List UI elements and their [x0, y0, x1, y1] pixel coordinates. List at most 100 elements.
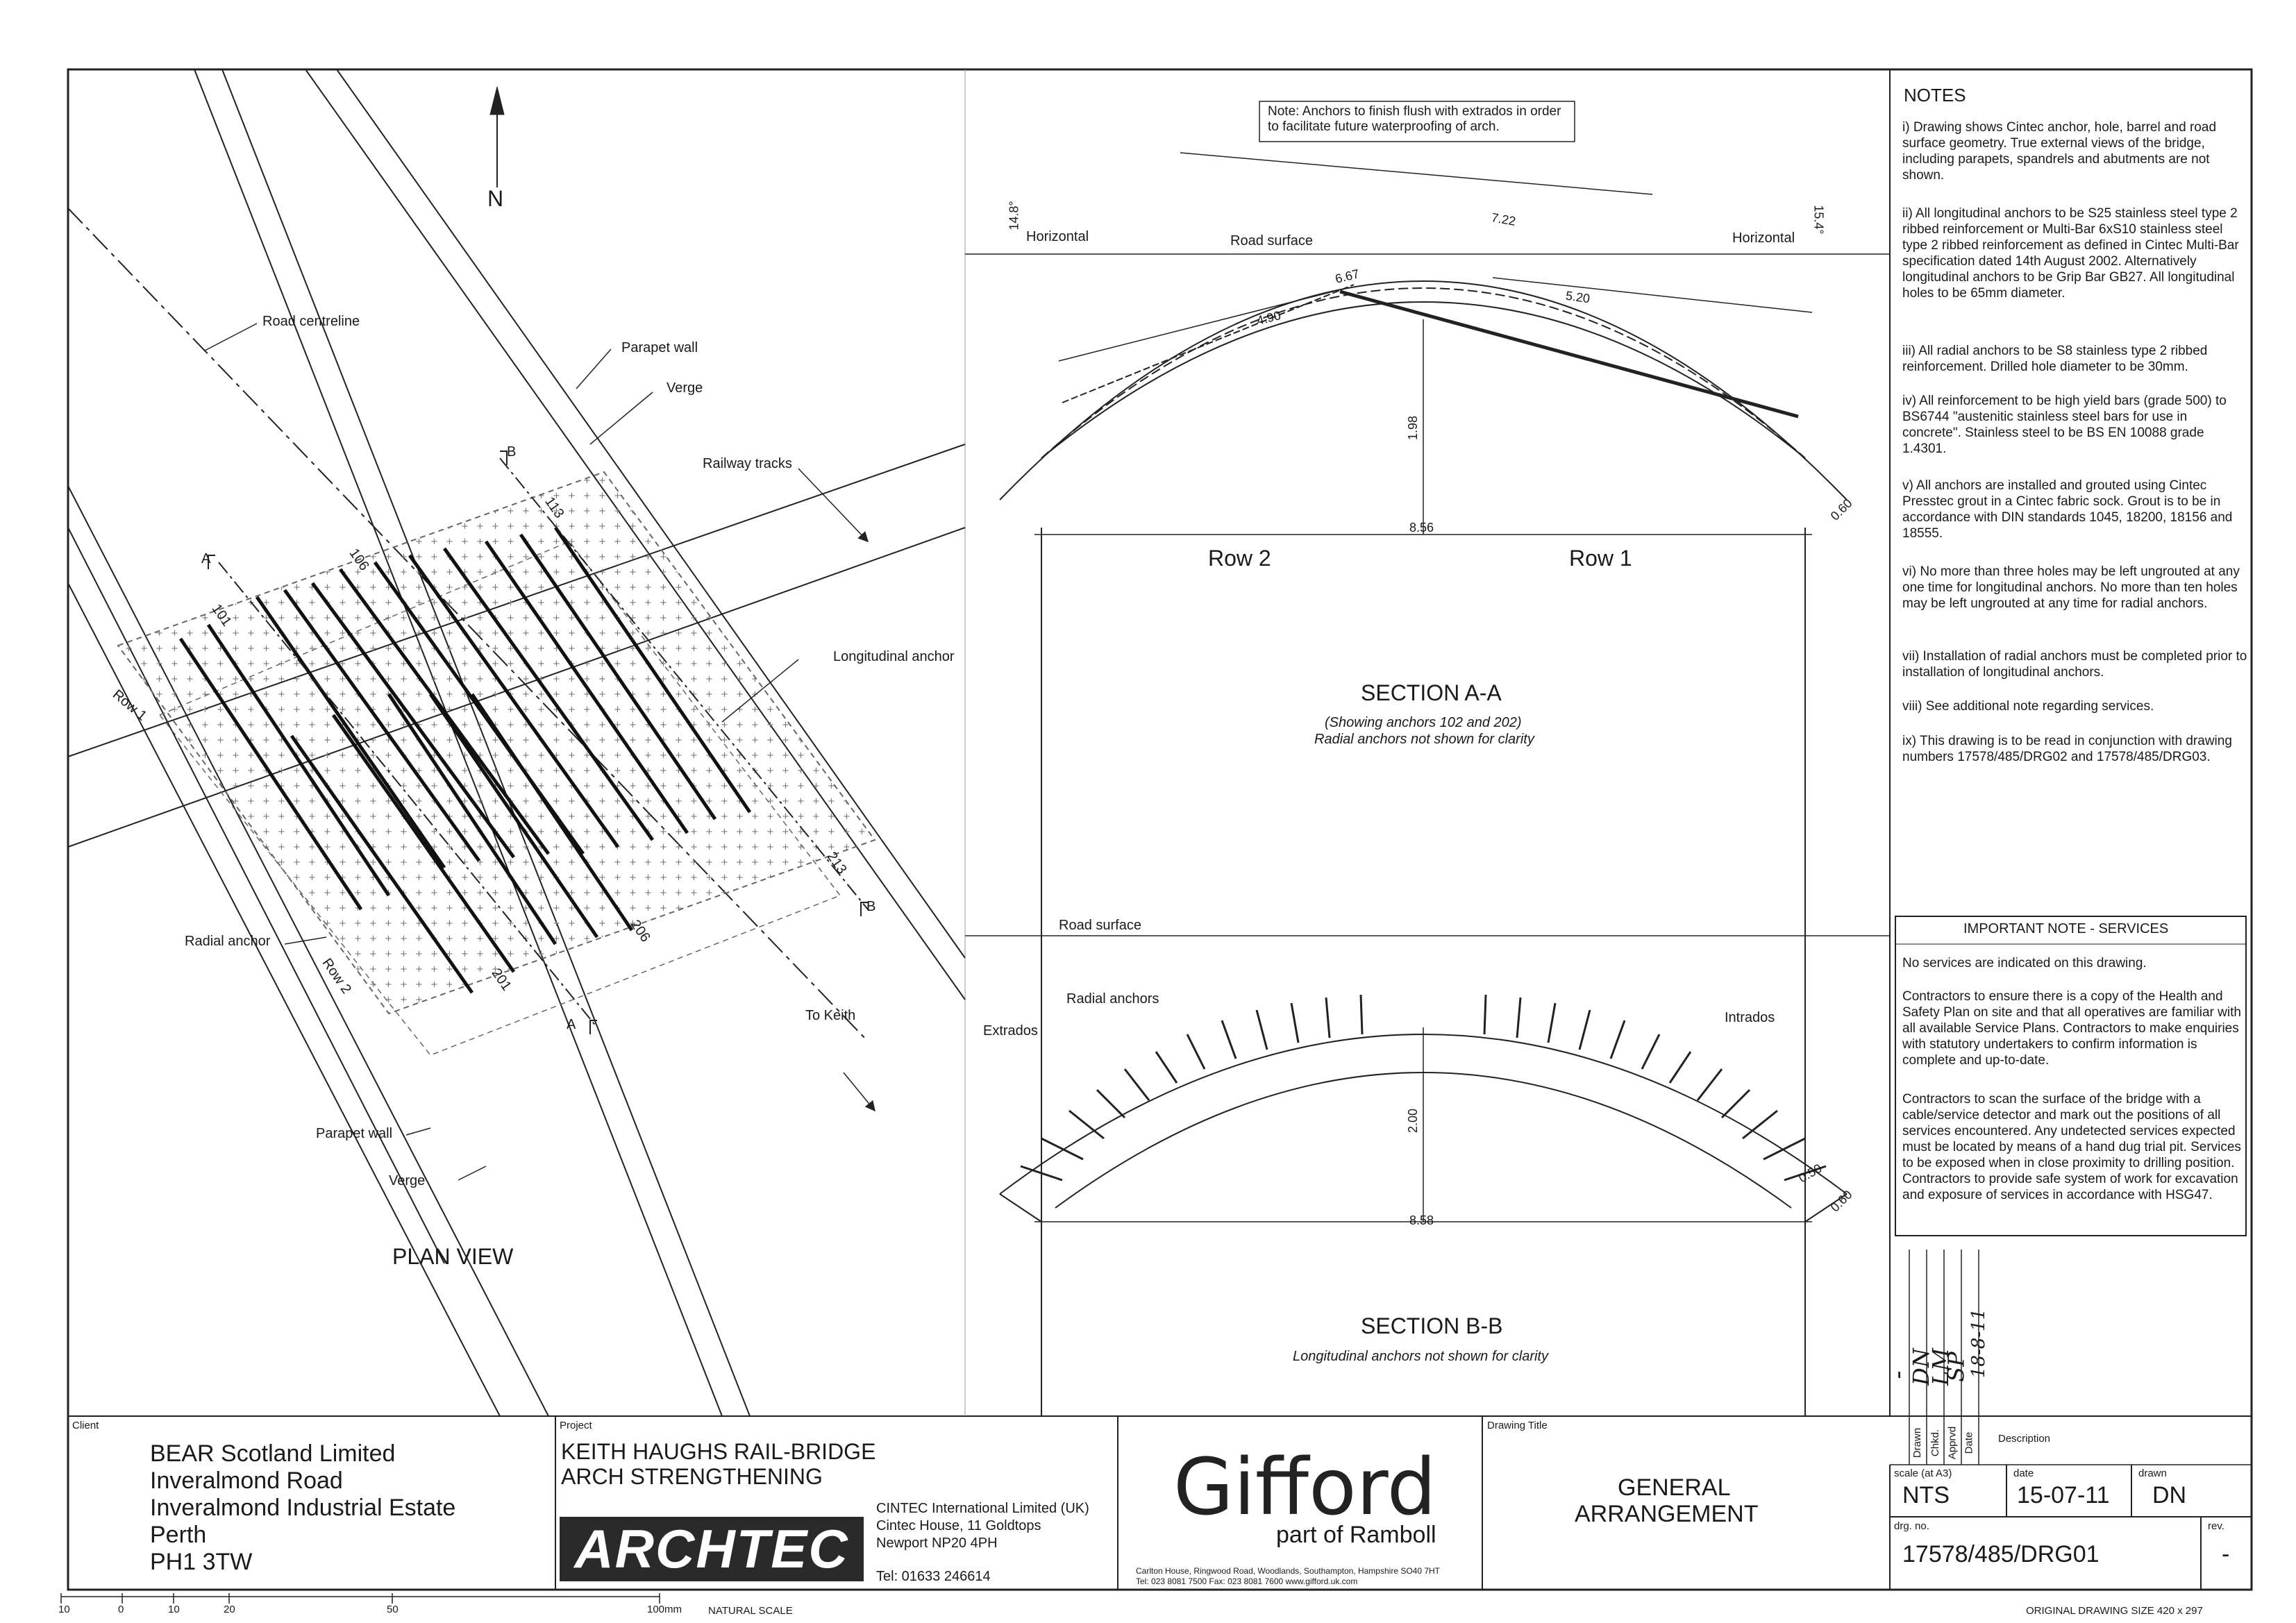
gifford-tel: Tel: 023 8081 7500 Fax: 023 8081 7600 ww…	[1136, 1576, 1358, 1586]
dim-8-58: 8.58	[1409, 1213, 1434, 1227]
rev-col-drawn: Drawn	[1911, 1427, 1924, 1458]
note-iii: iii) All radial anchors to be S8 stainle…	[1902, 344, 2208, 374]
dim-1-98: 1.98	[1406, 415, 1421, 441]
intrados-label: Intrados	[1725, 1010, 1775, 1025]
parapet-wall-top-label: Parapet wall	[621, 340, 698, 355]
section-bb-title: SECTION B-B	[1361, 1313, 1503, 1338]
parapet-wall-bottom-label: Parapet wall	[316, 1126, 393, 1141]
scale-tick-100mm: 100mm	[647, 1604, 682, 1615]
anchor-zone-hatch	[117, 471, 876, 1015]
railway-tracks-label: Railway tracks	[703, 456, 792, 471]
cintec-line-2: Cintec House, 11 Goldtops	[876, 1518, 1041, 1533]
rev-value: -	[2222, 1541, 2230, 1567]
project-label: Project	[560, 1420, 592, 1431]
scale-tick-0: 0	[118, 1604, 124, 1615]
project-line-2: ARCH STRENGTHENING	[561, 1464, 823, 1489]
section-aa-subtitle-2: Radial anchors not shown for clarity	[1314, 732, 1534, 747]
scale-value: NTS	[1902, 1482, 1950, 1508]
rev-col-chkd: Chkd.	[1929, 1429, 1942, 1457]
extrados-label: Extrados	[983, 1023, 1038, 1038]
section-a-marker-top: A	[201, 551, 211, 566]
archtec-logo-text: ARCHTEC	[574, 1518, 849, 1579]
rev-col-date: Date	[1963, 1431, 1975, 1454]
note-vii: vii) Installation of radial anchors must…	[1902, 649, 2247, 680]
section-markers	[208, 451, 869, 1034]
plan-view-geometry	[67, 69, 966, 1417]
scale-tick-50: 50	[387, 1604, 399, 1615]
project-line-1: KEITH HAUGHS RAIL-BRIDGE	[561, 1439, 876, 1464]
dim-8-56: 8.56	[1409, 521, 1434, 535]
road-centreline-label: Road centreline	[262, 314, 360, 329]
north-arrow-icon	[489, 86, 505, 187]
original-size-label: ORIGINAL DRAWING SIZE 420 x 297	[2026, 1605, 2203, 1617]
section-bb-subtitle: Longitudinal anchors not shown for clari…	[1293, 1349, 1548, 1364]
angle-left-label: 14.8°	[1007, 201, 1021, 230]
longitudinal-anchors	[178, 526, 752, 994]
client-line-3: Inveralmond Industrial Estate	[150, 1495, 456, 1521]
scale-bar	[60, 1593, 660, 1604]
radial-anchors-label: Radial anchors	[1066, 991, 1159, 1007]
client-line-1: BEAR Scotland Limited	[150, 1440, 396, 1467]
section-aa-note: Note: Anchors to finish flush with extra…	[1268, 104, 1561, 134]
note-iv: iv) All reinforcement to be high yield b…	[1902, 394, 2227, 456]
scale-tick-20: 20	[224, 1604, 235, 1615]
note-ii: ii) All longitudinal anchors to be S25 s…	[1902, 206, 2239, 301]
drg-no-value: 17578/485/DRG01	[1902, 1541, 2100, 1567]
radial-anchor-ticks	[1020, 994, 1827, 1181]
verge-top-label: Verge	[667, 380, 703, 396]
verge-bottom-label: Verge	[389, 1173, 426, 1188]
rev-handwritten-date: 18-8-11	[1968, 1308, 1990, 1379]
drawing-title-line-2: ARRANGEMENT	[1575, 1501, 1759, 1527]
road-surface-bb-label: Road surface	[1059, 918, 1141, 933]
north-label: N	[487, 186, 504, 211]
scale-tick-10: 10	[168, 1604, 180, 1615]
angle-right-label: 15.4°	[1811, 205, 1826, 235]
dim-2-00: 2.00	[1406, 1108, 1421, 1134]
drg-no-label: drg. no.	[1894, 1520, 1929, 1532]
horizontal-right-label: Horizontal	[1732, 230, 1795, 246]
important-note-p2: Contractors to ensure there is a copy of…	[1902, 989, 2241, 1068]
revision-block	[1890, 1250, 2252, 1465]
client-line-2: Inveralmond Road	[150, 1468, 343, 1494]
drawing-title-line-1: GENERAL	[1618, 1474, 1731, 1501]
cintec-line-3: Newport NP20 4PH	[876, 1536, 998, 1551]
cintec-line-1: CINTEC International Limited (UK)	[876, 1501, 1089, 1516]
section-aa-title: SECTION A-A	[1361, 680, 1502, 705]
client-line-5: PH1 3TW	[150, 1549, 253, 1575]
rev-label: rev.	[2208, 1520, 2224, 1532]
drawing-title-label: Drawing Title	[1487, 1420, 1548, 1431]
row-1-aa-label: Row 1	[1569, 546, 1632, 571]
plan-leaders	[204, 323, 875, 1181]
road-surface-aa-label: Road surface	[1230, 233, 1313, 249]
note-v: v) All anchors are installed and grouted…	[1902, 478, 2233, 541]
horizontal-left-label: Horizontal	[1026, 229, 1089, 244]
section-b-marker-top: B	[507, 444, 517, 460]
section-aa-subtitle-1: (Showing anchors 102 and 202)	[1325, 715, 1522, 730]
important-note-p3: Contractors to scan the surface of the b…	[1902, 1092, 2241, 1202]
rev-description-label: Description	[1998, 1433, 2051, 1445]
gifford-address: Carlton House, Ringwood Road, Woodlands,…	[1136, 1566, 1441, 1576]
section-bb-geometry	[965, 935, 1890, 1416]
archtec-logo: ARCHTEC	[560, 1517, 864, 1581]
important-note-box	[1895, 916, 2247, 1236]
note-vi: vi) No more than three holes may be left…	[1902, 564, 2240, 611]
important-note-p1: No services are indicated on this drawin…	[1902, 956, 2147, 970]
gifford-sub: part of Ramboll	[1276, 1522, 1436, 1548]
cintec-tel: Tel: 01633 246614	[876, 1569, 991, 1584]
rev-col-apprvd: Apprvd	[1946, 1426, 1959, 1460]
note-viii: viii) See additional note regarding serv…	[1902, 699, 2154, 714]
anchor-zone-outline	[158, 541, 841, 1056]
row-2-aa-label: Row 2	[1208, 546, 1271, 571]
drawn-label: drawn	[2138, 1468, 2167, 1479]
rev-handwritten-approved: SP	[1943, 1352, 1970, 1382]
notes-title: NOTES	[1904, 85, 1966, 106]
longitudinal-anchor-label: Longitudinal anchor	[833, 649, 955, 664]
natural-scale-label: NATURAL SCALE	[708, 1605, 793, 1617]
client-line-4: Perth	[150, 1522, 207, 1548]
important-note-title: IMPORTANT NOTE - SERVICES	[1963, 921, 2169, 936]
note-i: i) Drawing shows Cintec anchor, hole, ba…	[1902, 120, 2217, 183]
plan-view-title: PLAN VIEW	[392, 1244, 514, 1269]
radial-anchor-label: Radial anchor	[185, 934, 271, 949]
date-label: date	[2013, 1468, 2034, 1479]
scale-label: scale (at A3)	[1894, 1468, 1952, 1479]
